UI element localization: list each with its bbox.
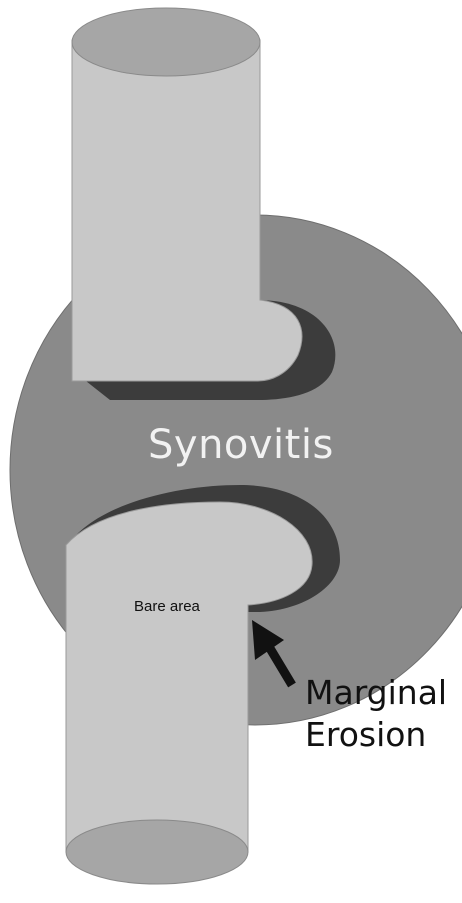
bare-area-label: Bare area (134, 598, 201, 615)
marginal-erosion-label-line1: Marginal (305, 673, 447, 712)
upper-bone (72, 40, 302, 381)
upper-bone-end (72, 8, 260, 76)
lower-bone-end (66, 820, 248, 884)
marginal-erosion-label-line2: Erosion (305, 715, 426, 754)
synovitis-label: Synovitis (148, 422, 334, 468)
